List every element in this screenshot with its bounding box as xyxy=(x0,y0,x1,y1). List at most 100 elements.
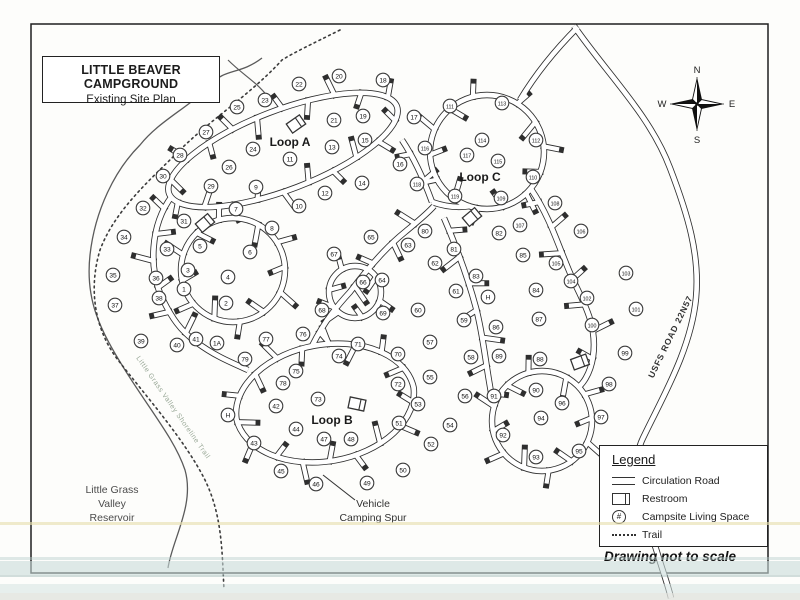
campsite-marker: 118 xyxy=(409,176,425,192)
campsite-number: 29 xyxy=(207,183,215,190)
campsite-number: 95 xyxy=(575,448,583,455)
campsite-number: 91 xyxy=(490,393,498,400)
campsite-marker: 27 xyxy=(198,124,214,140)
campsite-marker: 90 xyxy=(528,382,544,398)
compass-north-label: N xyxy=(694,65,701,76)
campsite-marker: 97 xyxy=(593,409,609,425)
campsite-number: 84 xyxy=(532,287,540,294)
campsite-marker: 89 xyxy=(491,348,507,364)
campsite-marker: 20 xyxy=(331,68,347,84)
campsite-marker: 34 xyxy=(116,229,132,245)
campsite-marker: 56 xyxy=(457,388,473,404)
campsite-marker: 78 xyxy=(275,375,291,391)
campsite-marker: H xyxy=(480,289,496,305)
campsite-number: 96 xyxy=(558,400,566,407)
campsite-marker: 74 xyxy=(331,348,347,364)
campsite-number: 69 xyxy=(379,310,387,317)
campsite-number: 90 xyxy=(532,387,540,394)
campsite-number: 115 xyxy=(494,159,502,165)
campsite-number: 1A xyxy=(213,340,222,347)
legend-label: Restroom xyxy=(642,493,688,505)
campsite-number: 51 xyxy=(395,420,403,427)
campsite-marker: 109 xyxy=(493,190,509,206)
campsite-marker: 103 xyxy=(618,265,634,281)
campsite-marker: 62 xyxy=(427,255,443,271)
campsite-marker: 86 xyxy=(488,319,504,335)
campsite-number: 33 xyxy=(163,246,171,253)
campsite-marker: 25 xyxy=(229,99,245,115)
campsite-number: 70 xyxy=(394,351,402,358)
campsite-marker: 73 xyxy=(310,391,326,407)
campsite-marker: 59 xyxy=(456,312,472,328)
campsite-number: 102 xyxy=(583,296,592,302)
not-to-scale-note: Drawing not to scale xyxy=(604,549,737,564)
campsite-number: 81 xyxy=(450,246,458,253)
campsite-marker: 82 xyxy=(491,225,507,241)
campsite-number: 11 xyxy=(287,156,294,163)
campsite-number: 36 xyxy=(152,275,160,282)
campsite-marker: 53 xyxy=(410,396,426,412)
campsite-marker: 117 xyxy=(459,147,475,163)
campsite-marker: 2 xyxy=(218,295,234,311)
campsite-marker: 10 xyxy=(291,198,307,214)
campsite-number: 75 xyxy=(292,368,300,375)
campsite-marker: 83 xyxy=(468,268,484,284)
campsite-number: 22 xyxy=(295,81,303,88)
legend-row-campsite: # Campsite Living Space xyxy=(612,508,767,526)
campsite-marker: 24 xyxy=(245,141,261,157)
campsite-number: 112 xyxy=(532,138,540,144)
campsite-marker: 99 xyxy=(617,345,633,361)
campsite-number: 61 xyxy=(452,288,460,295)
campsite-marker: 68 xyxy=(314,302,330,318)
campsite-marker: 11 xyxy=(282,151,298,167)
campsite-number: 3 xyxy=(186,267,190,274)
campsite-number: 16 xyxy=(396,161,404,168)
campsite-marker: 111 xyxy=(442,98,458,114)
campsite-number: 13 xyxy=(328,144,336,151)
campsite-marker: 13 xyxy=(324,139,340,155)
campsite-marker: 70 xyxy=(390,346,406,362)
campsite-marker: 23 xyxy=(257,92,273,108)
campsite-marker: 6 xyxy=(242,244,258,260)
trail-icon xyxy=(612,534,636,536)
reservoir-label-line: Valley xyxy=(98,498,126,511)
campsite-number: 47 xyxy=(320,436,328,443)
campsite-number: 18 xyxy=(379,77,387,84)
campsite-number: 113 xyxy=(498,101,506,107)
campsite-marker: 28 xyxy=(172,147,188,163)
campsite-number: 20 xyxy=(335,73,343,80)
callout-line: Vehicle xyxy=(356,498,390,510)
campsite-number: 110 xyxy=(529,175,537,181)
campsite-marker: 119 xyxy=(447,188,463,204)
campsite-marker: 101 xyxy=(628,301,644,317)
loop-label: Loop A xyxy=(270,135,311,149)
campsite-marker: 105 xyxy=(548,255,564,271)
campsite-marker: 92 xyxy=(495,427,511,443)
campsite-marker: 65 xyxy=(363,229,379,245)
campsite-marker: 95 xyxy=(571,443,587,459)
campsite-number: 105 xyxy=(552,261,561,267)
campsite-marker: 43 xyxy=(246,435,262,451)
campsite-number: 67 xyxy=(330,251,338,258)
campsite-marker: 100 xyxy=(584,317,600,333)
campsite-marker: 18 xyxy=(375,72,391,88)
campsite-marker: 38 xyxy=(151,290,167,306)
vehicle-camping-spur-callout: Vehicle Camping Spur xyxy=(325,498,421,525)
campsite-marker: 71 xyxy=(350,336,366,352)
campsite-marker: 47 xyxy=(316,431,332,447)
campsite-marker: 113 xyxy=(494,95,510,111)
restroom-marker xyxy=(285,114,307,134)
campsite-marker: 55 xyxy=(422,369,438,385)
campsite-marker: 57 xyxy=(422,334,438,350)
campsite-number: 49 xyxy=(363,480,371,487)
campsite-number: 83 xyxy=(472,273,480,280)
campsite-number: 76 xyxy=(299,331,307,338)
campsite-marker: 79 xyxy=(237,351,253,367)
campsite-number: 15 xyxy=(361,137,369,144)
campsite-marker: 22 xyxy=(291,76,307,92)
campsite-marker: 46 xyxy=(308,476,324,492)
campsite-marker: 61 xyxy=(448,283,464,299)
campsite-marker: 114 xyxy=(474,132,490,148)
campsite-number: 31 xyxy=(180,218,188,225)
